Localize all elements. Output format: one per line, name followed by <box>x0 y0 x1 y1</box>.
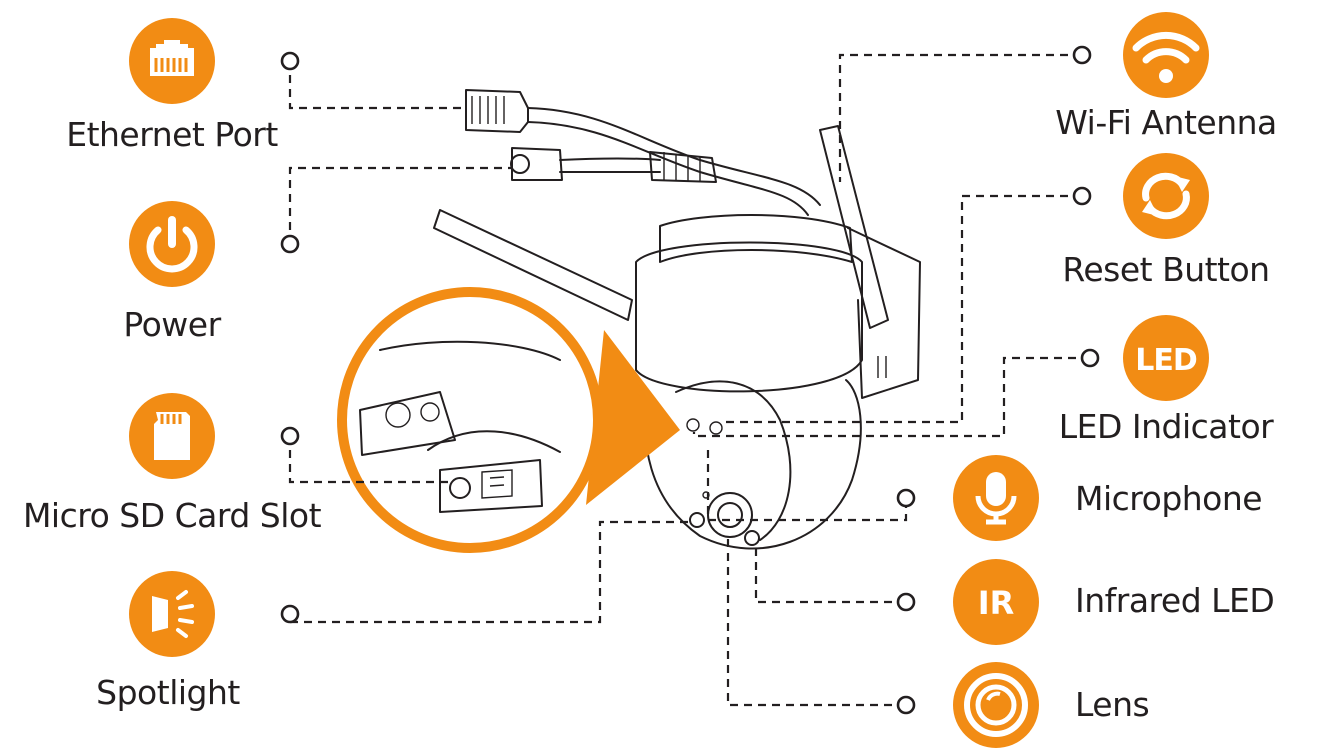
wifi-icon <box>1123 12 1209 98</box>
led-icon-text: LED <box>1135 343 1197 378</box>
reset-icon <box>1123 153 1209 239</box>
label-power: Power <box>123 305 221 344</box>
label-microphone: Microphone <box>1075 479 1263 518</box>
spotlight-icon <box>129 571 215 657</box>
label-spotlight: Spotlight <box>96 673 240 712</box>
microphone-icon <box>953 455 1039 541</box>
label-micro-sd-card-slot: Micro SD Card Slot <box>22 496 322 535</box>
label-infrared-led: Infrared LED <box>1075 581 1275 620</box>
label-ethernet-port: Ethernet Port <box>66 115 278 154</box>
zoom-callout <box>337 287 680 553</box>
ethernet-port-icon <box>129 18 215 104</box>
label-reset-button: Reset Button <box>1062 250 1270 289</box>
power-icon <box>129 201 215 287</box>
sd-card-icon <box>129 393 215 479</box>
leader-sd-card <box>288 436 452 484</box>
label-wifi-antenna: Wi-Fi Antenna <box>1055 103 1277 142</box>
led-icon: LED <box>1123 315 1209 401</box>
leader-reset <box>720 194 1082 424</box>
camera-illustration <box>433 89 921 550</box>
leader-spotlight <box>290 520 692 624</box>
leader-microphone <box>706 450 908 522</box>
lens-icon <box>953 662 1039 748</box>
leader-led <box>692 356 1090 438</box>
leader-infrared <box>754 545 906 604</box>
leader-lines <box>288 53 1090 707</box>
leader-ethernet-port <box>288 61 466 110</box>
label-led-indicator: LED Indicator <box>1058 407 1274 446</box>
ir-icon-text: IR <box>978 584 1015 622</box>
ir-icon: IR <box>953 559 1039 645</box>
label-lens: Lens <box>1075 685 1150 724</box>
callout-dots <box>280 45 1100 715</box>
leader-power <box>288 166 512 244</box>
leader-wifi <box>838 53 1082 182</box>
leader-lens <box>726 537 906 707</box>
